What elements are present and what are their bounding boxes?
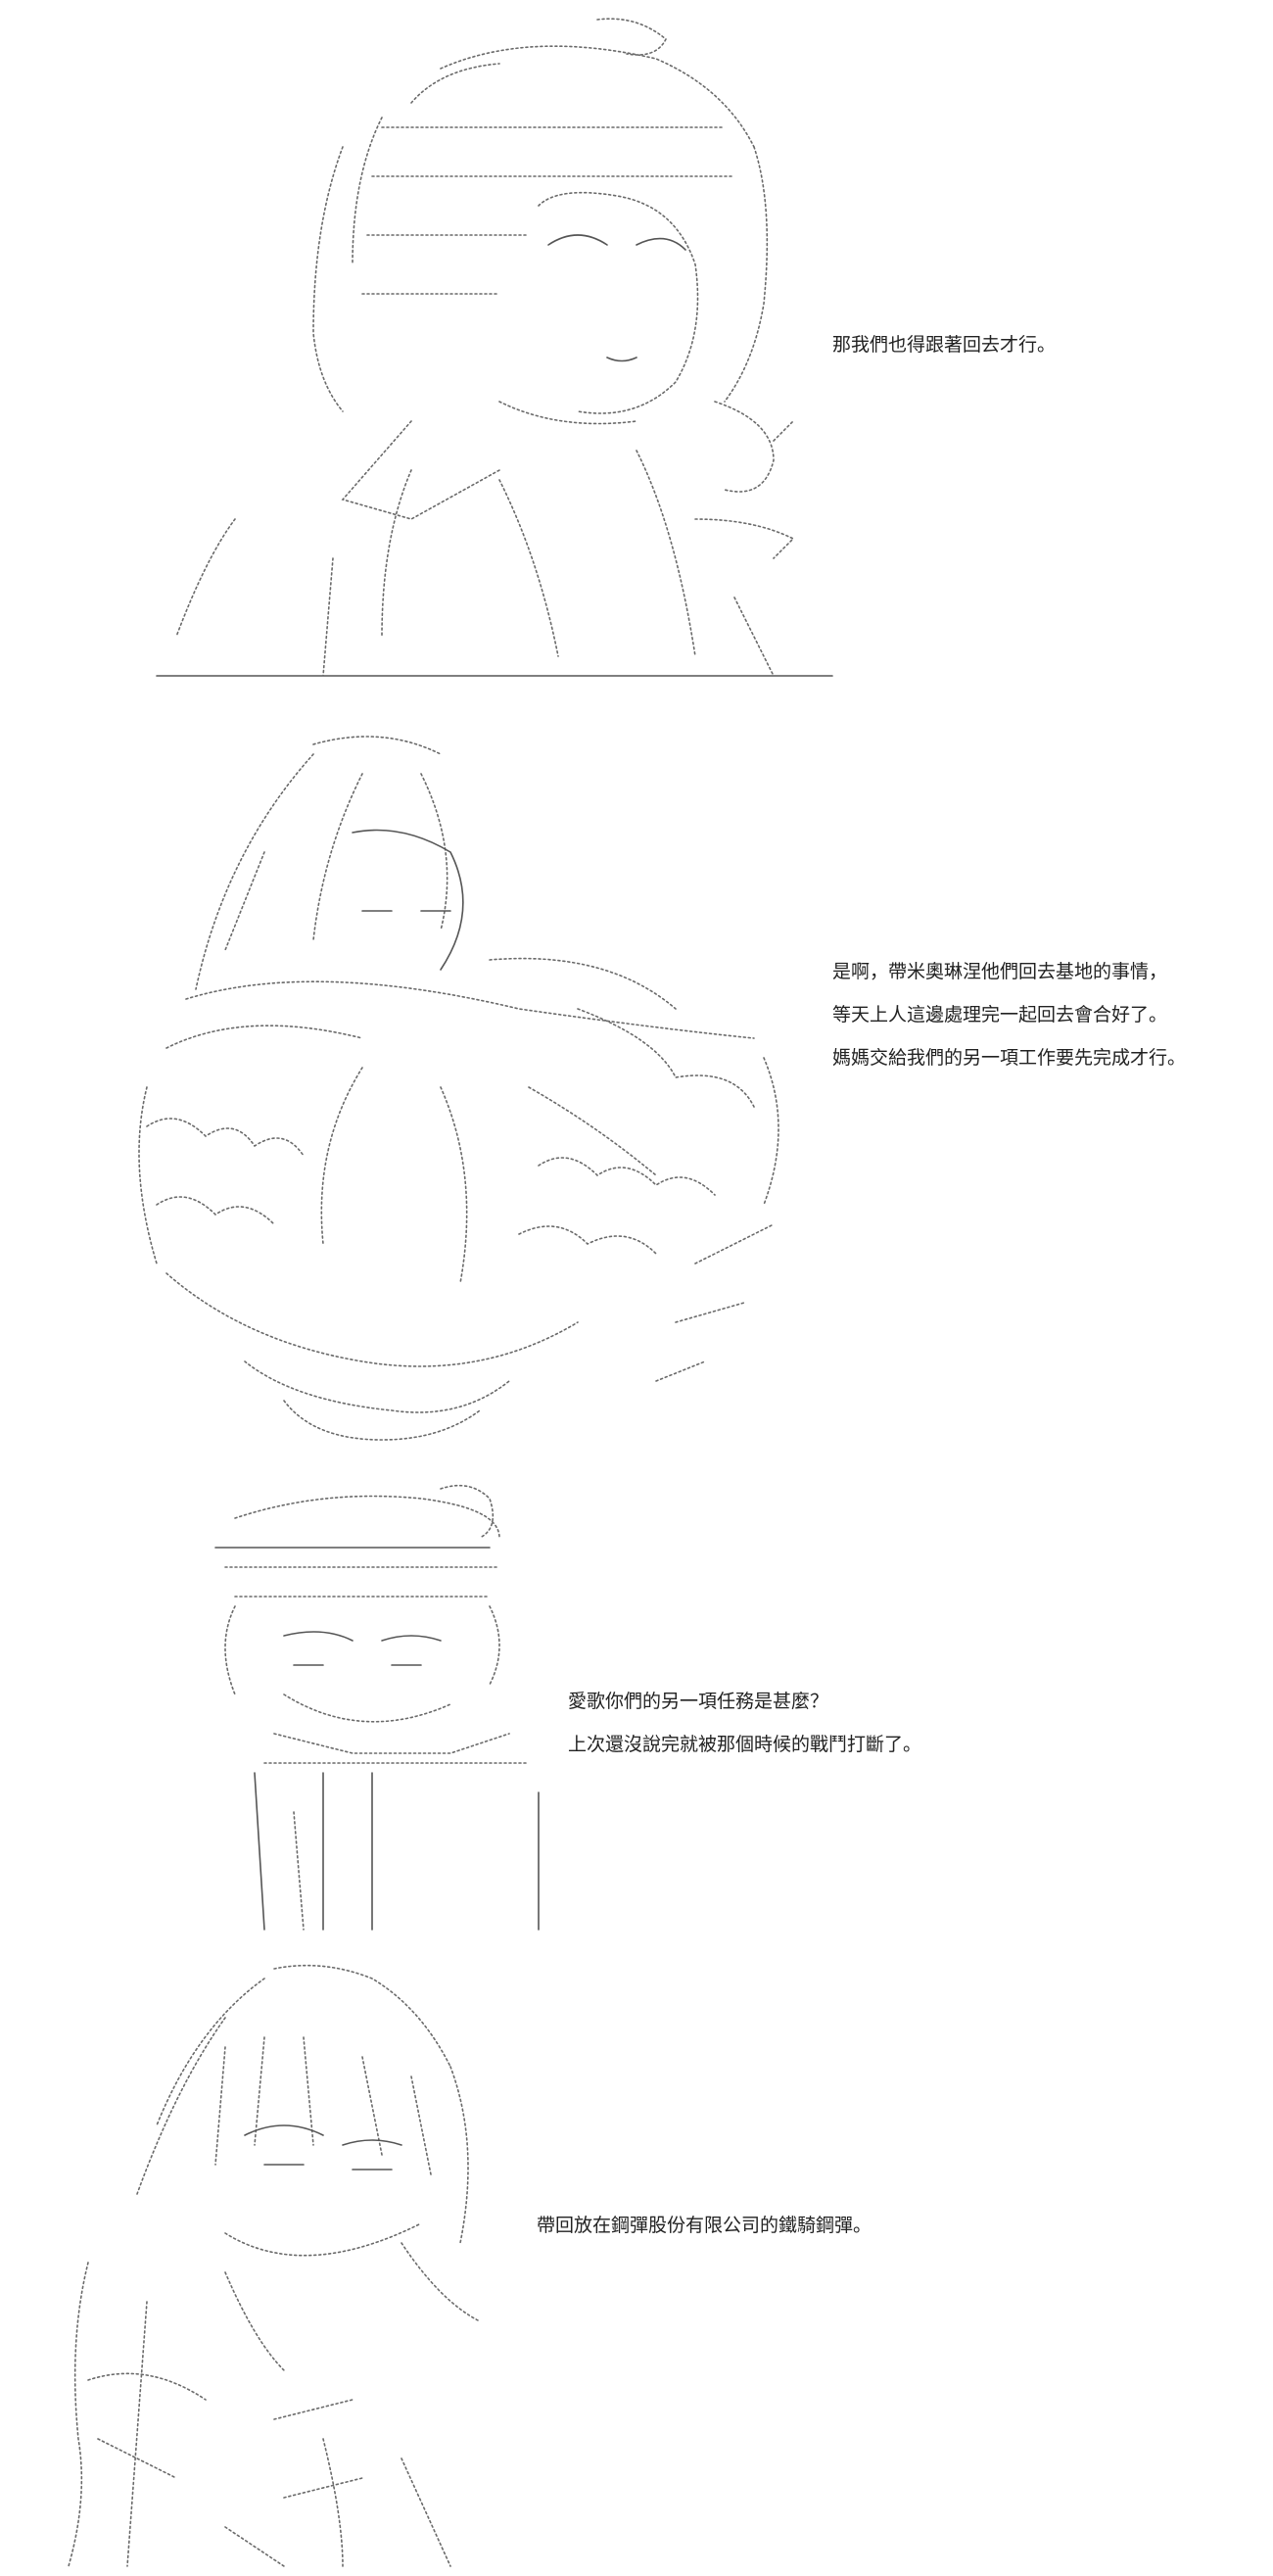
dialogue-line: 等天上人這邊處理完一起回去會合好了。 — [832, 1004, 1168, 1026]
dialogue-line: 是啊，帶米奧琳涅他們回去基地的事情， — [832, 961, 1168, 982]
ascii-art-girl-closeup-icon — [29, 1949, 499, 2567]
dialogue-line: 媽媽交給我們的另一項工作要先完成才行。 — [832, 1047, 1187, 1069]
ascii-art-girl-embracing-icon — [69, 715, 832, 1459]
dialogue-line: 帶回放在鋼彈股份有限公司的鐵騎鋼彈。 — [537, 2215, 872, 2236]
panel-1: 那我們也得跟著回去才行。 — [0, 0, 1273, 686]
panel-4: 帶回放在鋼彈股份有限公司的鐵騎鋼彈。 — [0, 1949, 1273, 2576]
dialogue-line: 愛歌你們的另一項任務是甚麼？ — [568, 1691, 829, 1712]
ascii-art-girl-gesturing-icon — [88, 10, 833, 677]
dialogue-line: 上次還沒說完就被那個時候的戰鬥打斷了。 — [568, 1734, 922, 1755]
dialogue-box: 是啊，帶米奧琳涅他們回去基地的事情， 等天上人這邊處理完一起回去會合好了。 媽媽… — [832, 950, 1186, 1079]
dialogue-line: 那我們也得跟著回去才行。 — [832, 334, 1057, 356]
dialogue-box: 那我們也得跟著回去才行。 — [832, 323, 1056, 366]
panel-2: 是啊，帶米奧琳涅他們回去基地的事情， 等天上人這邊處理完一起回去會合好了。 媽媽… — [0, 705, 1273, 1469]
dialogue-box: 帶回放在鋼彈股份有限公司的鐵騎鋼彈。 — [537, 2204, 872, 2247]
panel-3: 愛歌你們的另一項任務是甚麼？ 上次還沒說完就被那個時候的戰鬥打斷了。 — [0, 1469, 1273, 1939]
dialogue-box: 愛歌你們的另一項任務是甚麼？ 上次還沒說完就被那個時候的戰鬥打斷了。 — [568, 1680, 921, 1766]
ascii-art-girl-with-cap-icon — [176, 1469, 568, 1931]
